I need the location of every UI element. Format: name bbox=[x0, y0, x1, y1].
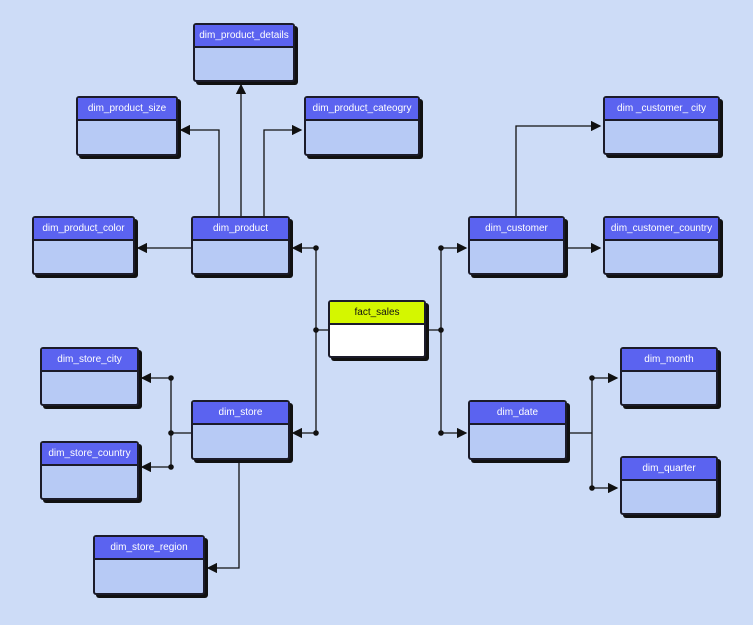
table-dim-month[interactable]: dim_month bbox=[620, 347, 718, 406]
date-connector bbox=[567, 378, 593, 488]
table-title: fact_sales bbox=[330, 302, 424, 325]
table-title: dim_product bbox=[193, 218, 288, 241]
fact-right-connector bbox=[426, 248, 442, 433]
table-title: dim_product_size bbox=[78, 98, 176, 121]
table-dim-customer[interactable]: dim_customer bbox=[468, 216, 565, 275]
table-dim-store-region[interactable]: dim_store_region bbox=[93, 535, 205, 595]
table-title: dim_customer bbox=[470, 218, 563, 241]
fact-left-connector bbox=[315, 248, 328, 433]
table-dim-store-country[interactable]: dim_store_country bbox=[40, 441, 139, 500]
edge-product-size bbox=[179, 124, 220, 216]
table-title: dim_month bbox=[622, 349, 716, 372]
table-title: dim_customer_country bbox=[605, 218, 718, 241]
table-fact-sales[interactable]: fact_sales bbox=[328, 300, 426, 358]
table-dim-customer-country[interactable]: dim_customer_country bbox=[603, 216, 720, 275]
table-title: dim_quarter bbox=[622, 458, 716, 481]
table-dim-product-size[interactable]: dim_product_size bbox=[76, 96, 178, 156]
table-dim-product-color[interactable]: dim_product_color bbox=[32, 216, 135, 275]
table-dim-product[interactable]: dim_product bbox=[191, 216, 290, 275]
table-dim-product-category[interactable]: dim_product_cateogry bbox=[304, 96, 420, 156]
table-title: dim_store_city bbox=[42, 349, 137, 372]
table-title: dim_product_details bbox=[195, 25, 293, 48]
table-title: dim_store_country bbox=[42, 443, 137, 466]
edge-customer-city bbox=[515, 120, 602, 216]
edge-product-category bbox=[263, 124, 303, 216]
table-dim-store[interactable]: dim_store bbox=[191, 400, 290, 460]
table-dim-store-city[interactable]: dim_store_city bbox=[40, 347, 139, 406]
table-title: dim_store bbox=[193, 402, 288, 425]
table-title: dim_product_cateogry bbox=[306, 98, 418, 121]
table-dim-product-details[interactable]: dim_product_details bbox=[193, 23, 295, 82]
table-title: dim _customer_ city bbox=[605, 98, 718, 121]
table-title: dim_store_region bbox=[95, 537, 203, 560]
edge-store-region bbox=[206, 460, 240, 574]
table-dim-customer-city[interactable]: dim _customer_ city bbox=[603, 96, 720, 155]
store-connector bbox=[170, 378, 191, 467]
table-title: dim_date bbox=[470, 402, 565, 425]
table-title: dim_product_color bbox=[34, 218, 133, 241]
table-dim-date[interactable]: dim_date bbox=[468, 400, 567, 460]
table-dim-quarter[interactable]: dim_quarter bbox=[620, 456, 718, 515]
